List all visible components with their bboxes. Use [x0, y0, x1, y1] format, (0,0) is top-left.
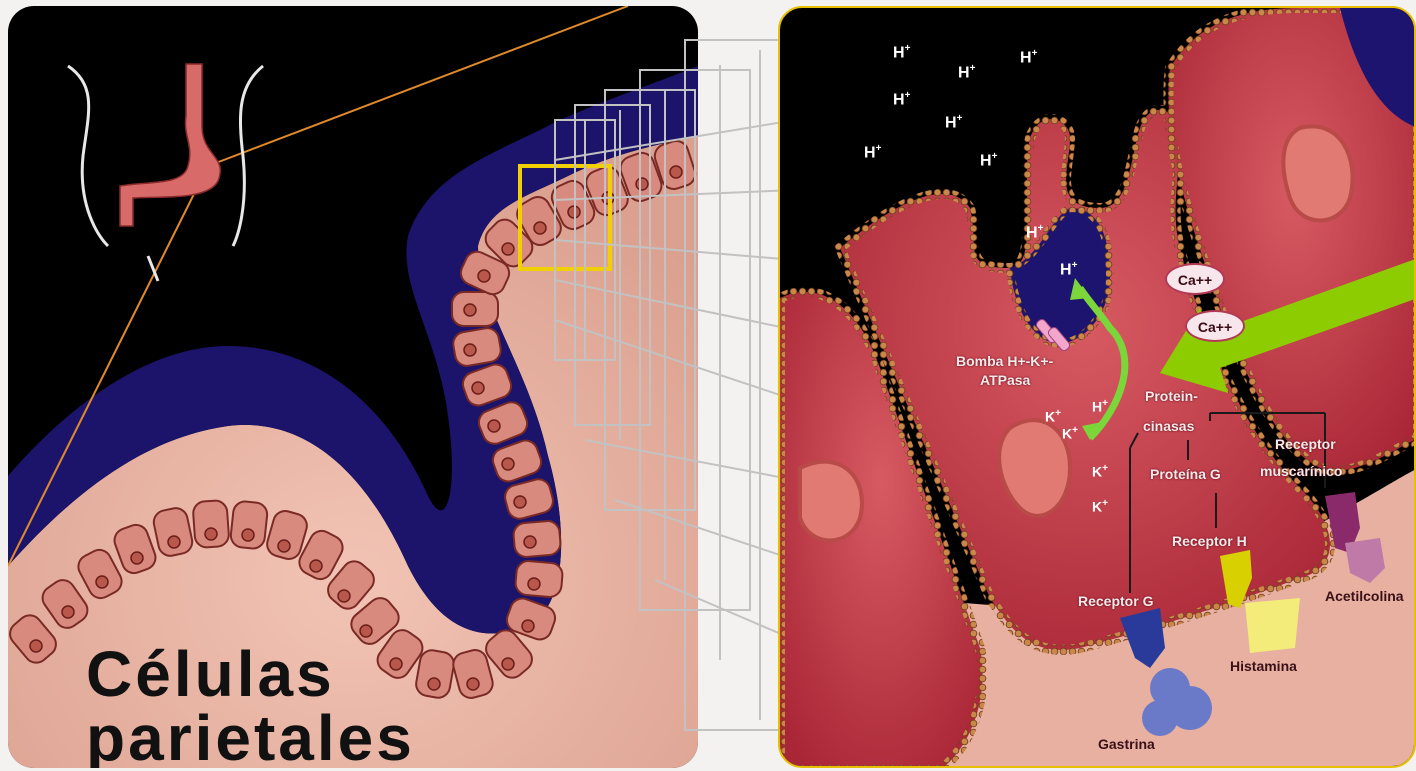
title-line-2: parietales	[86, 706, 415, 768]
parietal-cell-illustration	[780, 8, 1416, 768]
h-ion-9: H+	[1060, 260, 1077, 279]
label-gastrina: Gastrina	[1098, 736, 1155, 752]
label-acetilcolina: Acetilcolina	[1325, 588, 1404, 604]
label-receptor-h: Receptor H	[1172, 533, 1247, 549]
label-receptor-g: Receptor G	[1078, 593, 1153, 609]
stomach-body-icon	[68, 66, 263, 281]
label-bomba-line2: ATPasa	[980, 372, 1030, 388]
calcium-bubble-1: Ca++	[1165, 263, 1225, 295]
parietal-cell-detail-panel: H+ H+ H+ H+ H+ H+ H+ H+ H+ Ca++ Ca++ Bom…	[778, 6, 1416, 768]
label-proteinquinasas-line1: Protein-	[1145, 388, 1198, 404]
h-ion-7: H+	[980, 151, 997, 170]
label-histamina: Histamina	[1230, 658, 1297, 674]
k-ion-2: K+	[1062, 425, 1078, 442]
h-ion-5: H+	[945, 113, 962, 132]
h-ion-8: H+	[1026, 223, 1043, 242]
h-ion-1: H+	[893, 43, 910, 62]
k-ion-4: K+	[1092, 498, 1108, 515]
histamine-molecule	[1245, 598, 1300, 653]
title-line-1: Células	[86, 642, 335, 706]
h-ion-4: H+	[893, 90, 910, 109]
stomach-icon	[120, 64, 220, 226]
label-bomba-line1: Bomba H+-K+-	[956, 353, 1053, 369]
label-receptor-muscarinico-line2: muscarínico	[1260, 463, 1342, 479]
h-ion-10: H+	[1092, 398, 1108, 415]
label-receptor-muscarinico-line1: Receptor	[1275, 436, 1336, 452]
h-ion-6: H+	[864, 143, 881, 162]
k-ion-1: K+	[1045, 408, 1061, 425]
k-ion-3: K+	[1092, 463, 1108, 480]
label-proteina-g: Proteína G	[1150, 466, 1221, 482]
zoom-grid-frames	[545, 20, 795, 740]
label-proteinquinasas-line2: cinasas	[1143, 418, 1194, 434]
calcium-bubble-2: Ca++	[1185, 310, 1245, 342]
h-ion-3: H+	[1020, 48, 1037, 67]
h-ion-2: H+	[958, 63, 975, 82]
